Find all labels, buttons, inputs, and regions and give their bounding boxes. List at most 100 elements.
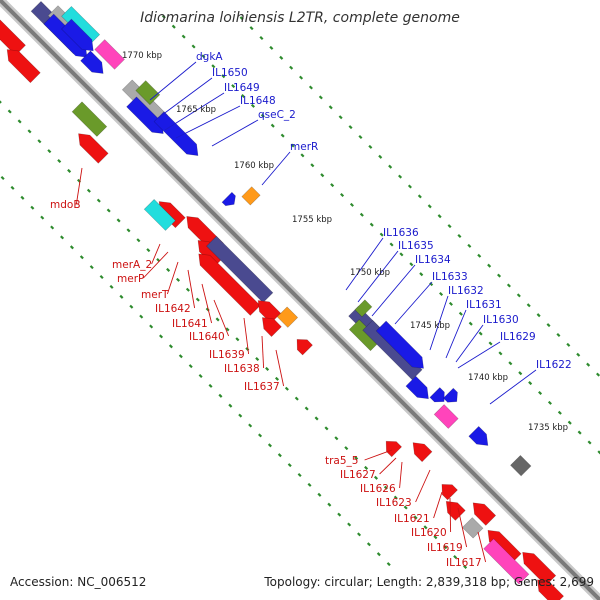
tick-mark [437,214,442,219]
gene-arrow [468,425,489,446]
gene-arrow [43,13,88,58]
gene-label: tra5_5 [325,455,358,467]
tick-mark [215,317,220,322]
tick-mark [161,14,166,19]
tick-mark [383,485,388,490]
tick-mark [0,100,2,104]
tick-mark [576,352,581,357]
tick-mark [299,75,304,80]
tick-mark [557,410,562,415]
tick-mark [238,413,243,418]
tick-mark [407,184,412,189]
gene-label: IL1640 [189,331,225,343]
tick-mark [516,293,521,298]
leader-line [364,449,393,461]
tick-mark [324,426,329,431]
tick-mark [359,212,364,217]
tick-mark [297,472,302,478]
tick-mark [547,400,552,405]
tick-mark [357,532,362,537]
tick-mark [287,463,292,468]
gene-arrow [510,454,532,477]
tick-mark [334,436,339,441]
tick-mark [60,235,65,240]
tick-mark [116,218,121,223]
tick-mark [69,245,74,250]
tick-mark [159,334,164,339]
tick-mark [106,208,111,213]
tick-mark [344,446,349,451]
tick-mark [388,164,393,169]
gene-arrow [6,49,41,84]
tick-mark [447,224,452,229]
gene-arrow [483,538,530,585]
gene-label: merA_2 [112,259,152,271]
gene-label: IL1629 [500,331,536,343]
tick-mark [129,304,134,309]
gene-arrow [362,319,423,381]
tick-mark [280,133,285,138]
tick-mark [587,440,592,445]
tick-mark [139,314,144,319]
leader-line [357,250,399,303]
tick-mark [348,125,353,130]
tick-mark [409,262,414,267]
tick-mark [166,267,171,272]
tick-mark [67,168,72,173]
tick-mark [577,430,582,435]
tick-mark [546,323,551,328]
gene-arrow [221,191,236,207]
tick-mark [277,453,282,458]
gene-arrow [385,440,403,458]
tick-mark [439,291,444,296]
leader-line [399,461,403,489]
leader-line [371,264,416,317]
gene-label: IL1650 [212,67,248,79]
tick-mark [304,406,309,411]
tick-mark [518,371,523,376]
leader-line [415,469,431,503]
gene-arrow [433,404,459,429]
tick-mark [221,74,226,79]
tick-mark [168,344,173,349]
gene-label: IL1632 [448,285,484,297]
tick-mark [398,174,403,179]
leader-line [433,491,443,519]
tick-mark [289,65,294,70]
gene-arrow [0,19,26,56]
leader-line [143,251,169,279]
leader-line [449,497,452,533]
tick-mark [310,163,315,168]
tick-mark [7,109,12,114]
gene-arrow [257,300,282,324]
gene-label: IL1635 [398,240,434,252]
gene-label: IL1631 [466,299,502,311]
tick-mark [497,273,502,278]
tick-mark [279,55,284,60]
tick-mark [188,364,193,369]
gene-arrow [241,186,261,206]
gene-arrow [472,502,497,526]
tick-mark [338,115,343,120]
tick-mark [328,105,333,110]
tick-mark [487,263,492,268]
tick-mark [37,139,42,144]
leader-line [345,237,384,291]
tick-mark [17,119,22,124]
tick-mark [241,93,246,99]
leader-line [187,269,196,309]
leader-line [166,261,179,295]
gene-arrow [537,579,565,600]
leader-line [201,283,213,324]
tick-mark [30,205,35,210]
gene-label: IL1630 [483,314,519,326]
leader-line [457,507,468,548]
tick-mark [265,366,270,371]
tick-mark [526,303,531,308]
tick-mark [467,243,472,248]
leader-line [149,61,197,101]
tick-mark [195,297,200,302]
tick-mark [386,562,391,567]
